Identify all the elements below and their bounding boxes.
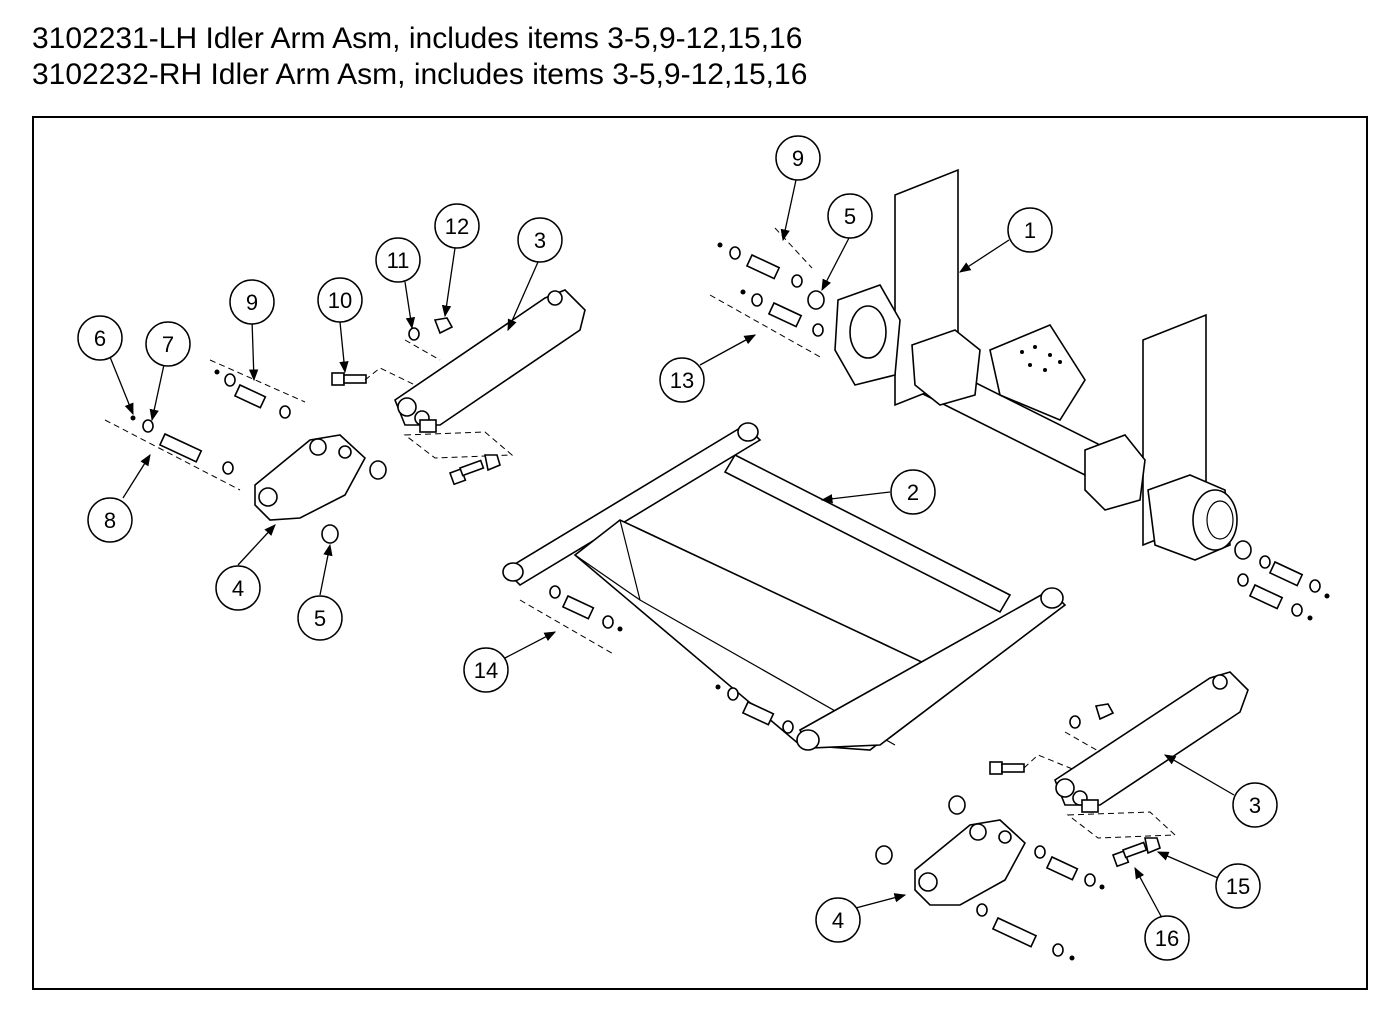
callout-8: 8	[87, 497, 133, 543]
callout-12: 12	[434, 203, 480, 249]
swing-frame	[502, 422, 1067, 751]
callout-13-label: 13	[670, 368, 694, 393]
idler-arm-upper	[394, 289, 586, 459]
callout-11: 11	[375, 237, 421, 283]
callout-7: 7	[145, 321, 191, 367]
callout-16: 16	[1144, 915, 1190, 961]
callout-6: 6	[77, 315, 123, 361]
callout-3-lower: 3	[1232, 782, 1278, 828]
callout-10-label: 10	[328, 288, 352, 313]
callout-3-lower-label: 3	[1249, 793, 1261, 818]
assembly-title-rh: 3102232-RH Idler Arm Asm, includes items…	[32, 58, 808, 91]
callout-5-left-label: 5	[314, 606, 326, 631]
frame-hardware	[519, 585, 794, 734]
callout-1-label: 1	[1024, 218, 1036, 243]
diagram-frame	[32, 116, 1368, 990]
callout-4-upper-label: 4	[232, 576, 244, 601]
callout-7-label: 7	[162, 332, 174, 357]
callout-4-upper: 4	[215, 565, 261, 611]
bracket-lower	[875, 795, 1026, 906]
callout-14: 14	[463, 647, 509, 693]
callout-2-label: 2	[907, 480, 919, 505]
axle-left-hardware	[709, 227, 825, 359]
callout-9-axle-label: 9	[792, 146, 804, 171]
callout-4-lower: 4	[815, 897, 861, 943]
callout-4-lower-label: 4	[832, 908, 844, 933]
idler-arm-lower	[1054, 671, 1249, 839]
axle-assembly	[834, 168, 1238, 561]
callout-5-left: 5	[297, 595, 343, 641]
callout-5-axle-label: 5	[844, 204, 856, 229]
callout-11-label: 11	[387, 248, 410, 273]
callout-5-axle: 5	[827, 193, 873, 239]
idler-arm-upper-hardware	[331, 317, 501, 486]
callout-9-left-label: 9	[246, 290, 258, 315]
callout-12-label: 12	[445, 214, 469, 239]
callout-15-label: 15	[1226, 874, 1250, 899]
assembly-title-lh: 3102231-LH Idler Arm Asm, includes items…	[32, 22, 803, 55]
callout-2: 2	[890, 469, 936, 515]
bracket-lower-hardware	[976, 845, 1105, 961]
axle-right-hardware	[1234, 540, 1330, 621]
callout-15: 15	[1215, 863, 1261, 909]
callout-13: 13	[659, 357, 705, 403]
callout-14-label: 14	[474, 658, 498, 683]
callout-3-upper-label: 3	[534, 228, 546, 253]
callout-1: 1	[1007, 207, 1053, 253]
bracket-upper	[254, 434, 387, 544]
callout-6-label: 6	[94, 326, 106, 351]
callout-16-label: 16	[1155, 926, 1179, 951]
idler-arm-lower-hardware	[989, 703, 1161, 868]
callout-10: 10	[317, 277, 363, 323]
callout-9-left: 9	[229, 279, 275, 325]
callout-8-label: 8	[104, 508, 116, 533]
callout-3-upper: 3	[517, 217, 563, 263]
callout-9-axle: 9	[775, 135, 821, 181]
